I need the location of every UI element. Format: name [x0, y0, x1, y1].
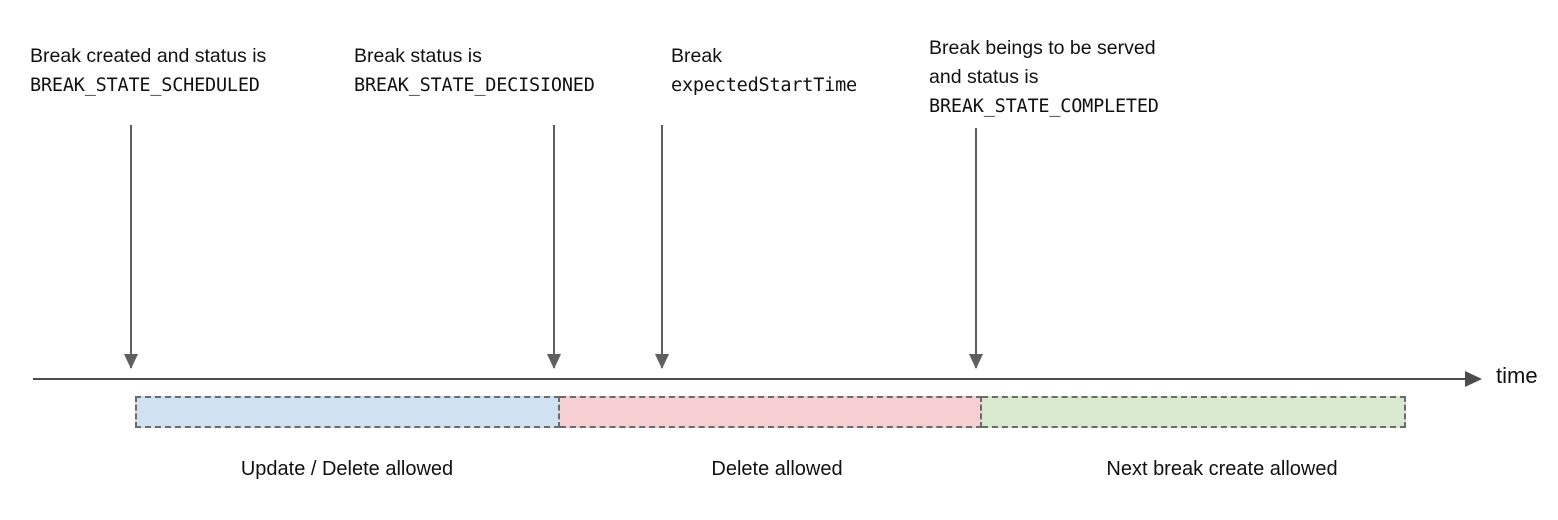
phase-caption-completed: Next break create allowed — [1106, 458, 1338, 480]
marker-arrow-expected-start — [654, 125, 670, 369]
arrow-head-down-icon — [655, 354, 669, 369]
event-label-line: Break created and status is — [30, 45, 267, 67]
marker-arrow-decisioned — [546, 125, 562, 369]
arrow-head-down-icon — [547, 354, 561, 369]
time-axis-line — [33, 378, 1465, 380]
phase-bar-completed — [982, 396, 1406, 428]
arrow-head-right-icon — [1465, 371, 1482, 387]
event-label-line: Break status is — [354, 45, 482, 67]
marker-arrow-completed — [968, 128, 984, 369]
arrow-shaft — [130, 125, 132, 368]
event-label-line: and status is — [929, 66, 1039, 88]
phase-bar-decisioned — [560, 396, 982, 428]
arrow-shaft — [553, 125, 555, 368]
marker-arrow-created — [123, 125, 139, 369]
event-label-created: Break created and status is BREAK_STATE_S… — [30, 42, 266, 100]
time-axis-label: time — [1496, 363, 1538, 388]
arrow-head-down-icon — [124, 354, 138, 369]
arrow-shaft — [975, 128, 977, 368]
event-label-line: expectedStartTime — [671, 75, 857, 96]
event-label-line: BREAK_STATE_COMPLETED — [929, 96, 1159, 117]
event-label-line: BREAK_STATE_DECISIONED — [354, 75, 595, 96]
arrow-shaft — [661, 125, 663, 368]
phase-caption-scheduled: Update / Delete allowed — [240, 458, 454, 480]
phase-bar-scheduled — [135, 396, 560, 428]
event-label-decisioned: Break status is BREAK_STATE_DECISIONED — [354, 42, 595, 100]
arrow-head-down-icon — [969, 354, 983, 369]
phase-caption-decisioned: Delete allowed — [711, 458, 843, 480]
event-label-line: BREAK_STATE_SCHEDULED — [30, 75, 260, 96]
event-label-expected-start: Break expectedStartTime — [671, 42, 857, 100]
event-label-line: Break beings to be served — [929, 37, 1156, 59]
event-label-line: Break — [671, 45, 722, 67]
event-label-completed: Break beings to be served and status is BR… — [929, 34, 1159, 121]
